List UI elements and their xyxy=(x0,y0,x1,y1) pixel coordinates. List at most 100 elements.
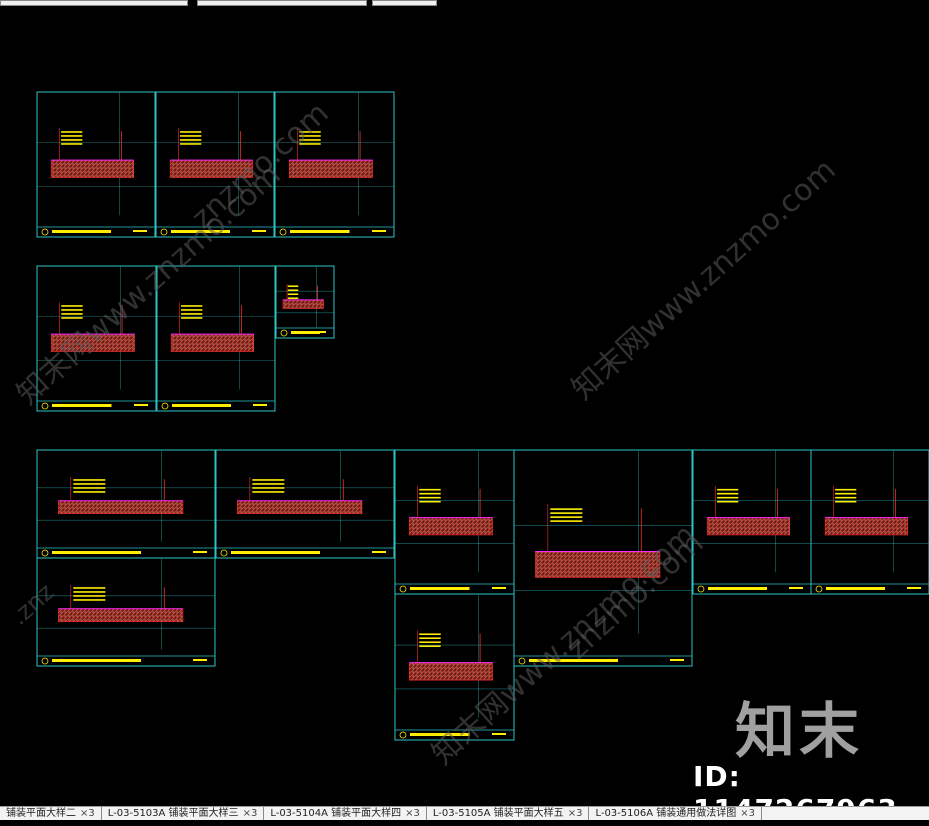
detail-number-bubble xyxy=(161,402,169,410)
annotation-text-mark xyxy=(61,309,83,311)
title-bar xyxy=(52,404,112,407)
layout-tab-suffix: ×3 xyxy=(242,808,258,819)
annotation-text-mark xyxy=(419,488,441,491)
layout-tab[interactable]: L-03-5106A 铺装通用做法详图×3 xyxy=(589,807,762,820)
annotation-text-mark xyxy=(61,317,83,319)
title-bar xyxy=(52,659,141,662)
title-bar xyxy=(826,587,885,590)
detail-frame xyxy=(215,449,395,559)
scale-bar xyxy=(372,230,386,232)
annotation-text-mark xyxy=(73,591,106,593)
detail-frame xyxy=(36,265,157,412)
annotation-text-mark xyxy=(717,492,739,495)
annotation-text-mark xyxy=(180,139,202,141)
detail-frame xyxy=(810,449,929,595)
layout-tab[interactable]: L-03-5105A 铺装平面大样五×3 xyxy=(427,807,590,820)
detail-frame xyxy=(36,91,156,238)
detail-number-bubble xyxy=(399,585,407,593)
top-toolbar-strip xyxy=(0,0,929,7)
detail-number-bubble xyxy=(41,657,49,665)
annotation-text-mark xyxy=(299,143,321,145)
annotation-text-mark xyxy=(835,500,857,503)
section-hatch xyxy=(408,662,493,681)
layout-tab-suffix: ×3 xyxy=(740,808,755,819)
section-hatch xyxy=(237,500,363,515)
detail-frame xyxy=(275,265,335,339)
annotation-text-mark xyxy=(419,500,441,503)
annotation-text-mark xyxy=(181,317,203,319)
annotation-text-mark xyxy=(835,492,857,495)
annotation-text-mark xyxy=(180,135,202,137)
scale-bar xyxy=(252,230,266,232)
detail-number-bubble xyxy=(518,657,526,665)
toolbar-segment[interactable] xyxy=(0,0,188,6)
annotation-text-mark xyxy=(299,131,321,133)
annotation-text-mark xyxy=(287,293,299,296)
annotation-text-mark xyxy=(61,135,83,137)
detail-number-bubble xyxy=(220,549,228,557)
toolbar-segment[interactable] xyxy=(372,0,437,6)
detail-frame xyxy=(156,265,276,412)
annotation-text-mark xyxy=(550,508,583,510)
section-hatch xyxy=(170,333,255,352)
section-hatch xyxy=(706,517,791,536)
detail-number-bubble xyxy=(399,731,407,739)
annotation-text-mark xyxy=(73,483,106,485)
layout-tab-label: 铺装平面大样二 xyxy=(6,808,76,819)
detail-frame xyxy=(394,593,515,741)
scale-bar xyxy=(193,551,207,553)
scale-bar xyxy=(670,659,684,661)
annotation-text-mark xyxy=(61,139,83,141)
title-bar xyxy=(290,230,350,233)
section-hatch xyxy=(58,608,184,623)
annotation-text-mark xyxy=(419,641,441,644)
detail-frame xyxy=(36,557,216,667)
annotation-text-mark xyxy=(299,135,321,137)
layout-tab-suffix: ×3 xyxy=(567,808,583,819)
scale-bar xyxy=(789,587,803,589)
detail-frame xyxy=(274,91,395,238)
detail-number-bubble xyxy=(815,585,823,593)
section-hatch xyxy=(282,299,324,309)
title-bar xyxy=(708,587,767,590)
annotation-text-mark xyxy=(180,131,202,133)
section-hatch xyxy=(824,517,909,536)
layout-tab-suffix: ×3 xyxy=(405,808,420,819)
title-bar xyxy=(171,230,230,233)
scale-bar xyxy=(133,230,147,232)
annotation-text-mark xyxy=(252,483,285,485)
layout-tab-label: L-03-5104A 铺装平面大样四 xyxy=(270,808,402,819)
scale-bar xyxy=(492,587,506,589)
cad-drawing-canvas[interactable] xyxy=(0,7,929,806)
section-hatch xyxy=(58,500,184,515)
annotation-text-mark xyxy=(252,487,285,489)
detail-number-bubble xyxy=(279,228,287,236)
layout-tab-label: L-03-5106A 铺装通用做法详图 xyxy=(595,808,737,819)
annotation-text-mark xyxy=(419,645,441,648)
annotation-text-mark xyxy=(717,496,739,499)
annotation-text-mark xyxy=(550,512,583,514)
annotation-text-mark xyxy=(61,313,83,315)
annotation-text-mark xyxy=(550,520,583,522)
annotation-text-mark xyxy=(419,496,441,499)
section-hatch xyxy=(50,159,135,178)
annotation-text-mark xyxy=(73,599,106,601)
layout-tab[interactable]: L-03-5103A 铺装平面大样三×3 xyxy=(102,807,265,820)
annotation-text-mark xyxy=(419,492,441,495)
layout-tab-suffix: ×3 xyxy=(80,808,95,819)
scale-bar xyxy=(312,331,326,333)
scale-bar xyxy=(134,404,148,406)
annotation-text-mark xyxy=(61,131,83,133)
title-bar xyxy=(410,587,470,590)
annotation-text-mark xyxy=(181,309,203,311)
layout-tab-label: L-03-5103A 铺装平面大样三 xyxy=(107,808,239,819)
scale-bar xyxy=(907,587,921,589)
annotation-text-mark xyxy=(287,285,299,288)
toolbar-segment[interactable] xyxy=(197,0,367,6)
annotation-text-mark xyxy=(73,491,106,493)
section-hatch xyxy=(288,159,373,178)
layout-tab[interactable]: L-03-5104A 铺装平面大样四×3 xyxy=(264,807,427,820)
annotation-text-mark xyxy=(419,637,441,640)
layout-tab-bar: 铺装平面大样二×3 L-03-5103A 铺装平面大样三×3 L-03-5104… xyxy=(0,806,929,820)
layout-tab[interactable]: 铺装平面大样二 ×3 xyxy=(0,807,102,820)
